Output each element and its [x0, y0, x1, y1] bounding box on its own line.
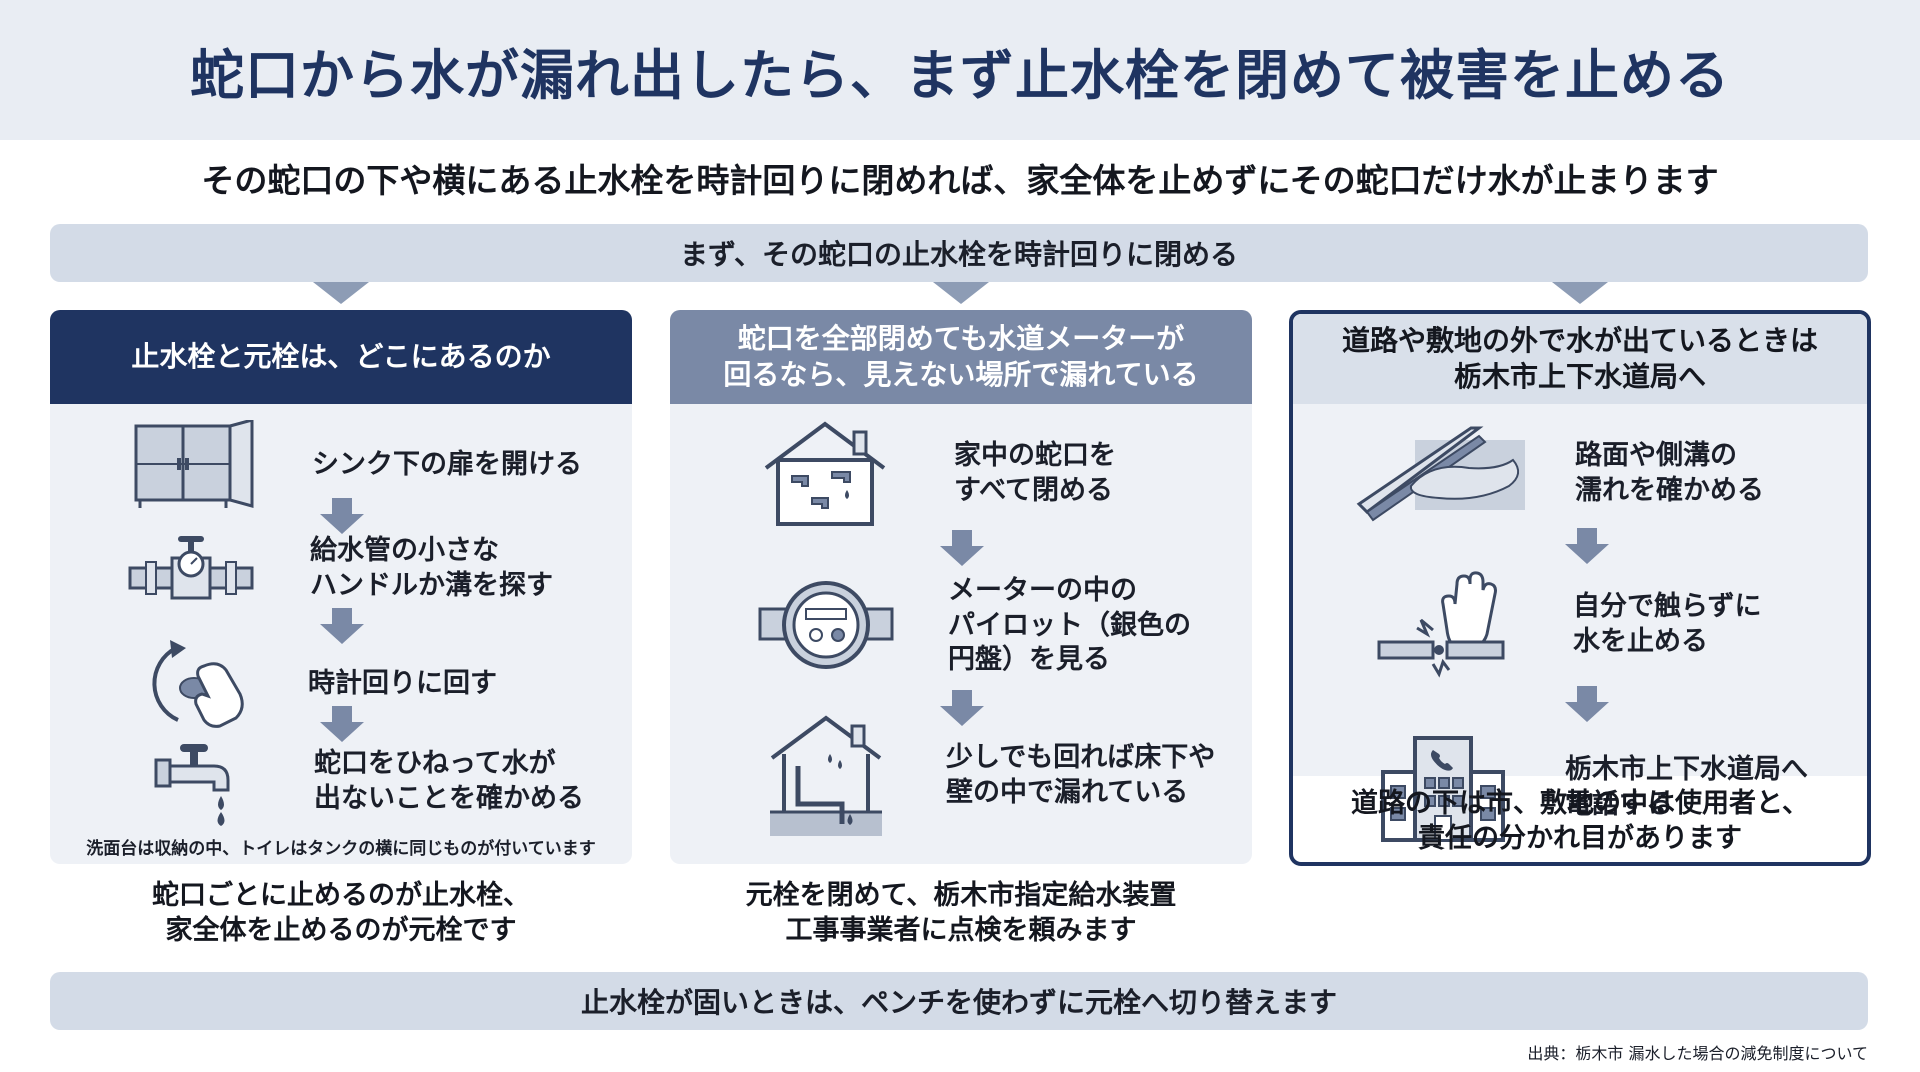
step-text: 家中の蛇口を すべて閉める [954, 440, 1116, 506]
arrow-down-icon [320, 608, 364, 644]
column-footer: 元栓を閉めて、栃木市指定給水装置 工事事業者に点検を頼みます [745, 880, 1177, 947]
office-building-phone-icon [1381, 736, 1505, 842]
faucet-drip-icon [154, 744, 230, 826]
column-hidden-leak: 蛇口を全部閉めても水道メーターが 回るなら、見えない場所で漏れている 家中の蛇口… [670, 310, 1252, 946]
step-text: 蛇口をひねって水が 出ないことを確かめる [314, 748, 584, 814]
column-header: 道路や敷地の外で水が出ているときは 栃木市上下水道局へ [1293, 314, 1867, 404]
subtitle: その蛇口の下や横にある止水栓を時計回りに閉めれば、家全体を止めずにその蛇口だけ水… [201, 161, 1719, 200]
step-item: 栃木市上下水道局へ 電話する [1381, 734, 1808, 842]
step-text: 路面や側溝の 濡れを確かめる [1575, 440, 1764, 506]
column-footer: 蛇口ごとに止めるのが止水栓、 家全体を止めるのが元栓です [152, 880, 530, 947]
step-text: メーターの中の パイロット（銀色の 円盤）を見る [948, 575, 1191, 676]
water-meter-icon [758, 580, 894, 669]
arrow-down-icon [320, 706, 364, 742]
column-header: 止水栓と元栓は、どこにあるのか [50, 310, 632, 404]
down-triangle-icon [1552, 282, 1608, 304]
arrow-down-icon [320, 498, 364, 534]
down-triangle-icon [933, 282, 989, 304]
column-public-road: 道路や敷地の外で水が出ているときは 栃木市上下水道局へ 路面や側溝の 濡れを確か… [1289, 310, 1871, 866]
step-item: 少しでも回れば床下や 壁の中で漏れている [768, 714, 1215, 838]
house-leak-icon [770, 715, 882, 836]
pipe-valve-icon [128, 536, 254, 600]
step-item: シンク下の扉を開ける [130, 420, 582, 510]
note-text: 洗面台は収納の中、トイレはタンクの横に同じものが付いています [86, 839, 596, 859]
step-item: 家中の蛇口を すべて閉める [762, 420, 1116, 528]
column-footer: 道路の下は市、敷地の中は使用者と、 責任の分かれ目があります [1351, 788, 1809, 855]
bottom-note-bar: 止水栓が固いときは、ペンチを使わずに元栓へ切り替えます [50, 972, 1868, 1030]
step-text: 給水管の小さな ハンドルか溝を探す [310, 535, 553, 601]
cabinet-icon [134, 420, 254, 508]
step-item: 蛇口をひねって水が 出ないことを確かめる [154, 738, 584, 826]
step-item: 時計回りに回す [148, 636, 497, 732]
column-stop-valve-location: 止水栓と元栓は、どこにあるのか シンク下の扉を開ける [50, 310, 632, 946]
down-triangle-icon [313, 282, 369, 304]
column-body: 家中の蛇口を すべて閉める メーターの中の パイロット（銀色の 円盤）を見る [670, 404, 1252, 864]
arrow-down-icon [940, 690, 984, 726]
house-faucets-icon [764, 421, 886, 526]
step-text: 少しでも回れば床下や 壁の中で漏れている [946, 742, 1216, 808]
column-body: シンク下の扉を開ける 給水管の小さな ハンドルか溝を探す [50, 404, 632, 864]
page-title: 蛇口から水が漏れ出したら、まず止水栓を閉めて被害を止める [190, 43, 1730, 107]
step-item: 給水管の小さな ハンドルか溝を探す [128, 534, 553, 604]
step-item: 自分で触らずに 水を止める [1377, 570, 1761, 680]
step-text: 時計回りに回す [308, 667, 497, 699]
step-text: 栃木市上下水道局へ 電話する [1565, 754, 1808, 820]
arrow-down-icon [940, 530, 984, 566]
hand-broken-pipe-icon [1377, 571, 1505, 678]
title-band: 蛇口から水が漏れ出したら、まず止水栓を閉めて被害を止める [0, 0, 1920, 140]
column-header: 蛇口を全部閉めても水道メーターが 回るなら、見えない場所で漏れている [670, 310, 1252, 404]
step-text: シンク下の扉を開ける [312, 448, 582, 480]
road-puddle-icon [1356, 426, 1525, 522]
step-item: 路面や側溝の 濡れを確かめる [1355, 424, 1764, 524]
arrow-down-icon [1565, 528, 1609, 564]
column-body: 路面や側溝の 濡れを確かめる 自分で触らずに 水を止める [1293, 404, 1867, 842]
step-text: 自分で触らずに 水を止める [1573, 591, 1762, 657]
arrow-down-icon [1565, 686, 1609, 722]
source-credit: 出典：栃木市 漏水した場合の減免制度について [1527, 1044, 1868, 1063]
hand-rotate-icon [152, 640, 244, 728]
step-item: メーターの中の パイロット（銀色の 円盤）を見る [758, 574, 1191, 678]
top-step-bar: まず、その蛇口の止水栓を時計回りに閉める [50, 224, 1868, 282]
